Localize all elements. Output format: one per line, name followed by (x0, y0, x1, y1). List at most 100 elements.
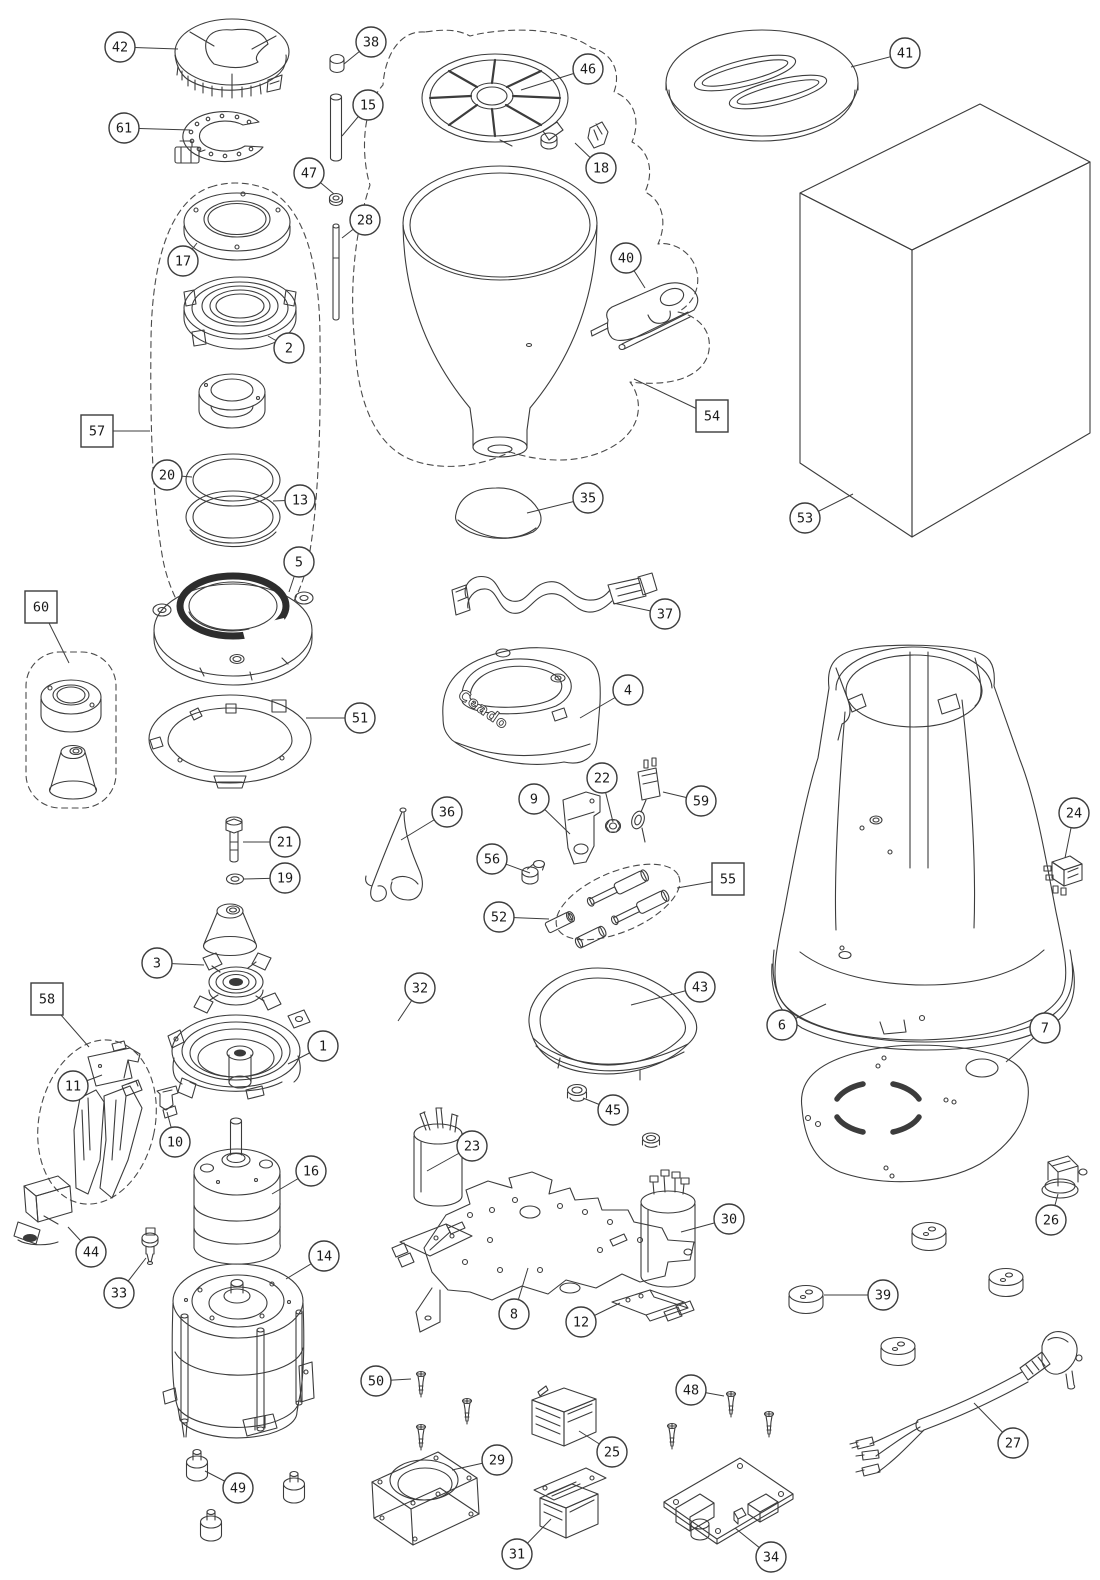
callout-number: 4 (624, 683, 632, 699)
callout-circle (498, 1298, 530, 1330)
callout-circle (269, 826, 301, 858)
callout-number: 26 (1043, 1213, 1059, 1229)
callout-square (80, 414, 114, 448)
callout-8: 8 (498, 1267, 530, 1330)
callout-square (24, 590, 58, 624)
callout-number: 33 (111, 1286, 127, 1302)
callout-number: 8 (510, 1307, 518, 1323)
callout-circle (1058, 797, 1090, 829)
rotor-16 (193, 1117, 281, 1265)
callout-circle (684, 971, 716, 1003)
callout-number: 44 (83, 1245, 99, 1261)
callout-number: 11 (65, 1079, 81, 1095)
callout-number: 61 (116, 121, 132, 137)
callout-number: 58 (39, 992, 55, 1008)
brand-text: Ceado (455, 686, 512, 734)
callout-19: 19 (243, 862, 301, 894)
rubber-feet-39 (788, 1221, 1024, 1367)
callout-56: 56 (476, 843, 531, 875)
callout-number: 51 (352, 711, 368, 727)
callout-3: 3 (141, 947, 205, 979)
callout-number: 9 (530, 792, 538, 808)
washer-19 (225, 873, 245, 885)
callout-number: 6 (778, 1018, 786, 1034)
callout-circle (151, 459, 183, 491)
rubber-mounts-49 (185, 1448, 306, 1542)
callout-circle (307, 1030, 339, 1062)
callout-49: 49 (204, 1470, 254, 1504)
callout-1: 1 (287, 1030, 339, 1065)
callout-circle (75, 1236, 107, 1268)
callout-25: 25 (578, 1430, 628, 1468)
callout-number: 12 (573, 1315, 589, 1331)
callout-4: 4 (579, 674, 644, 719)
callout-35: 35 (526, 482, 604, 514)
callout-number: 34 (763, 1550, 779, 1566)
callout-12: 12 (565, 1302, 621, 1338)
callout-number: 32 (412, 981, 428, 997)
callout-number: 57 (89, 424, 105, 440)
callout-30: 30 (680, 1203, 745, 1235)
callout-circle (755, 1541, 787, 1573)
callout-number: 28 (357, 213, 373, 229)
hopper-assembly-outline-54 (352, 29, 710, 467)
callout-circle (713, 1203, 745, 1235)
callout-36: 36 (400, 796, 463, 841)
callout-circle (565, 1306, 597, 1338)
callout-circle (104, 31, 136, 63)
callout-number: 59 (693, 794, 709, 810)
transformer-31 (533, 1467, 607, 1539)
callout-circle (360, 1365, 392, 1397)
callout-16: 16 (271, 1155, 327, 1195)
plate-11 (87, 1040, 141, 1087)
main-plate-8 (391, 1171, 695, 1333)
callout-circle (572, 53, 604, 85)
microswitch-59 (631, 757, 661, 843)
callout-circle (344, 702, 376, 734)
callout-45: 45 (582, 1094, 629, 1126)
callout-54: 54 (633, 378, 729, 433)
callout-circle (649, 598, 681, 630)
callout-6: 6 (766, 1003, 827, 1041)
callout-22: 22 (586, 762, 618, 823)
callout-circle (997, 1427, 1029, 1459)
bearing-set-60 (25, 651, 117, 809)
callout-circle (355, 26, 387, 58)
cap-38 (329, 53, 345, 74)
callout-52: 52 (483, 901, 550, 933)
top-ring-17 (183, 191, 291, 261)
callout-50: 50 (360, 1365, 412, 1397)
spring-ring-20 (185, 453, 281, 507)
callout-number: 27 (1005, 1436, 1021, 1452)
callout-circle (483, 901, 515, 933)
base-housing-6 (771, 644, 1075, 1051)
callout-circle (889, 37, 921, 69)
grommet-45 (566, 1083, 588, 1102)
power-cord-27 (849, 1331, 1083, 1477)
callout-number: 37 (657, 607, 673, 623)
callout-13: 13 (272, 484, 316, 516)
callout-38: 38 (343, 26, 387, 65)
callout-34: 34 (734, 1527, 787, 1573)
callout-60: 60 (24, 590, 70, 664)
callout-number: 55 (720, 872, 736, 888)
callout-circle (572, 482, 604, 514)
callout-23: 23 (426, 1130, 488, 1172)
callout-number: 54 (704, 409, 720, 425)
callout-number: 36 (439, 805, 455, 821)
callout-number: 52 (491, 910, 507, 926)
indicator-ring-61 (174, 111, 264, 164)
motor-14 (162, 1263, 315, 1439)
callout-number: 25 (604, 1445, 620, 1461)
nut-22 (604, 818, 622, 834)
bearing-carrier-2 (183, 276, 297, 350)
callout-59: 59 (662, 785, 717, 817)
callout-number: 39 (875, 1288, 891, 1304)
burr-holder-5 (152, 572, 314, 686)
chute-group-58 (37, 1039, 157, 1205)
callout-5: 5 (283, 546, 315, 593)
callout-number: 40 (618, 251, 634, 267)
callout-number: 47 (301, 166, 317, 182)
